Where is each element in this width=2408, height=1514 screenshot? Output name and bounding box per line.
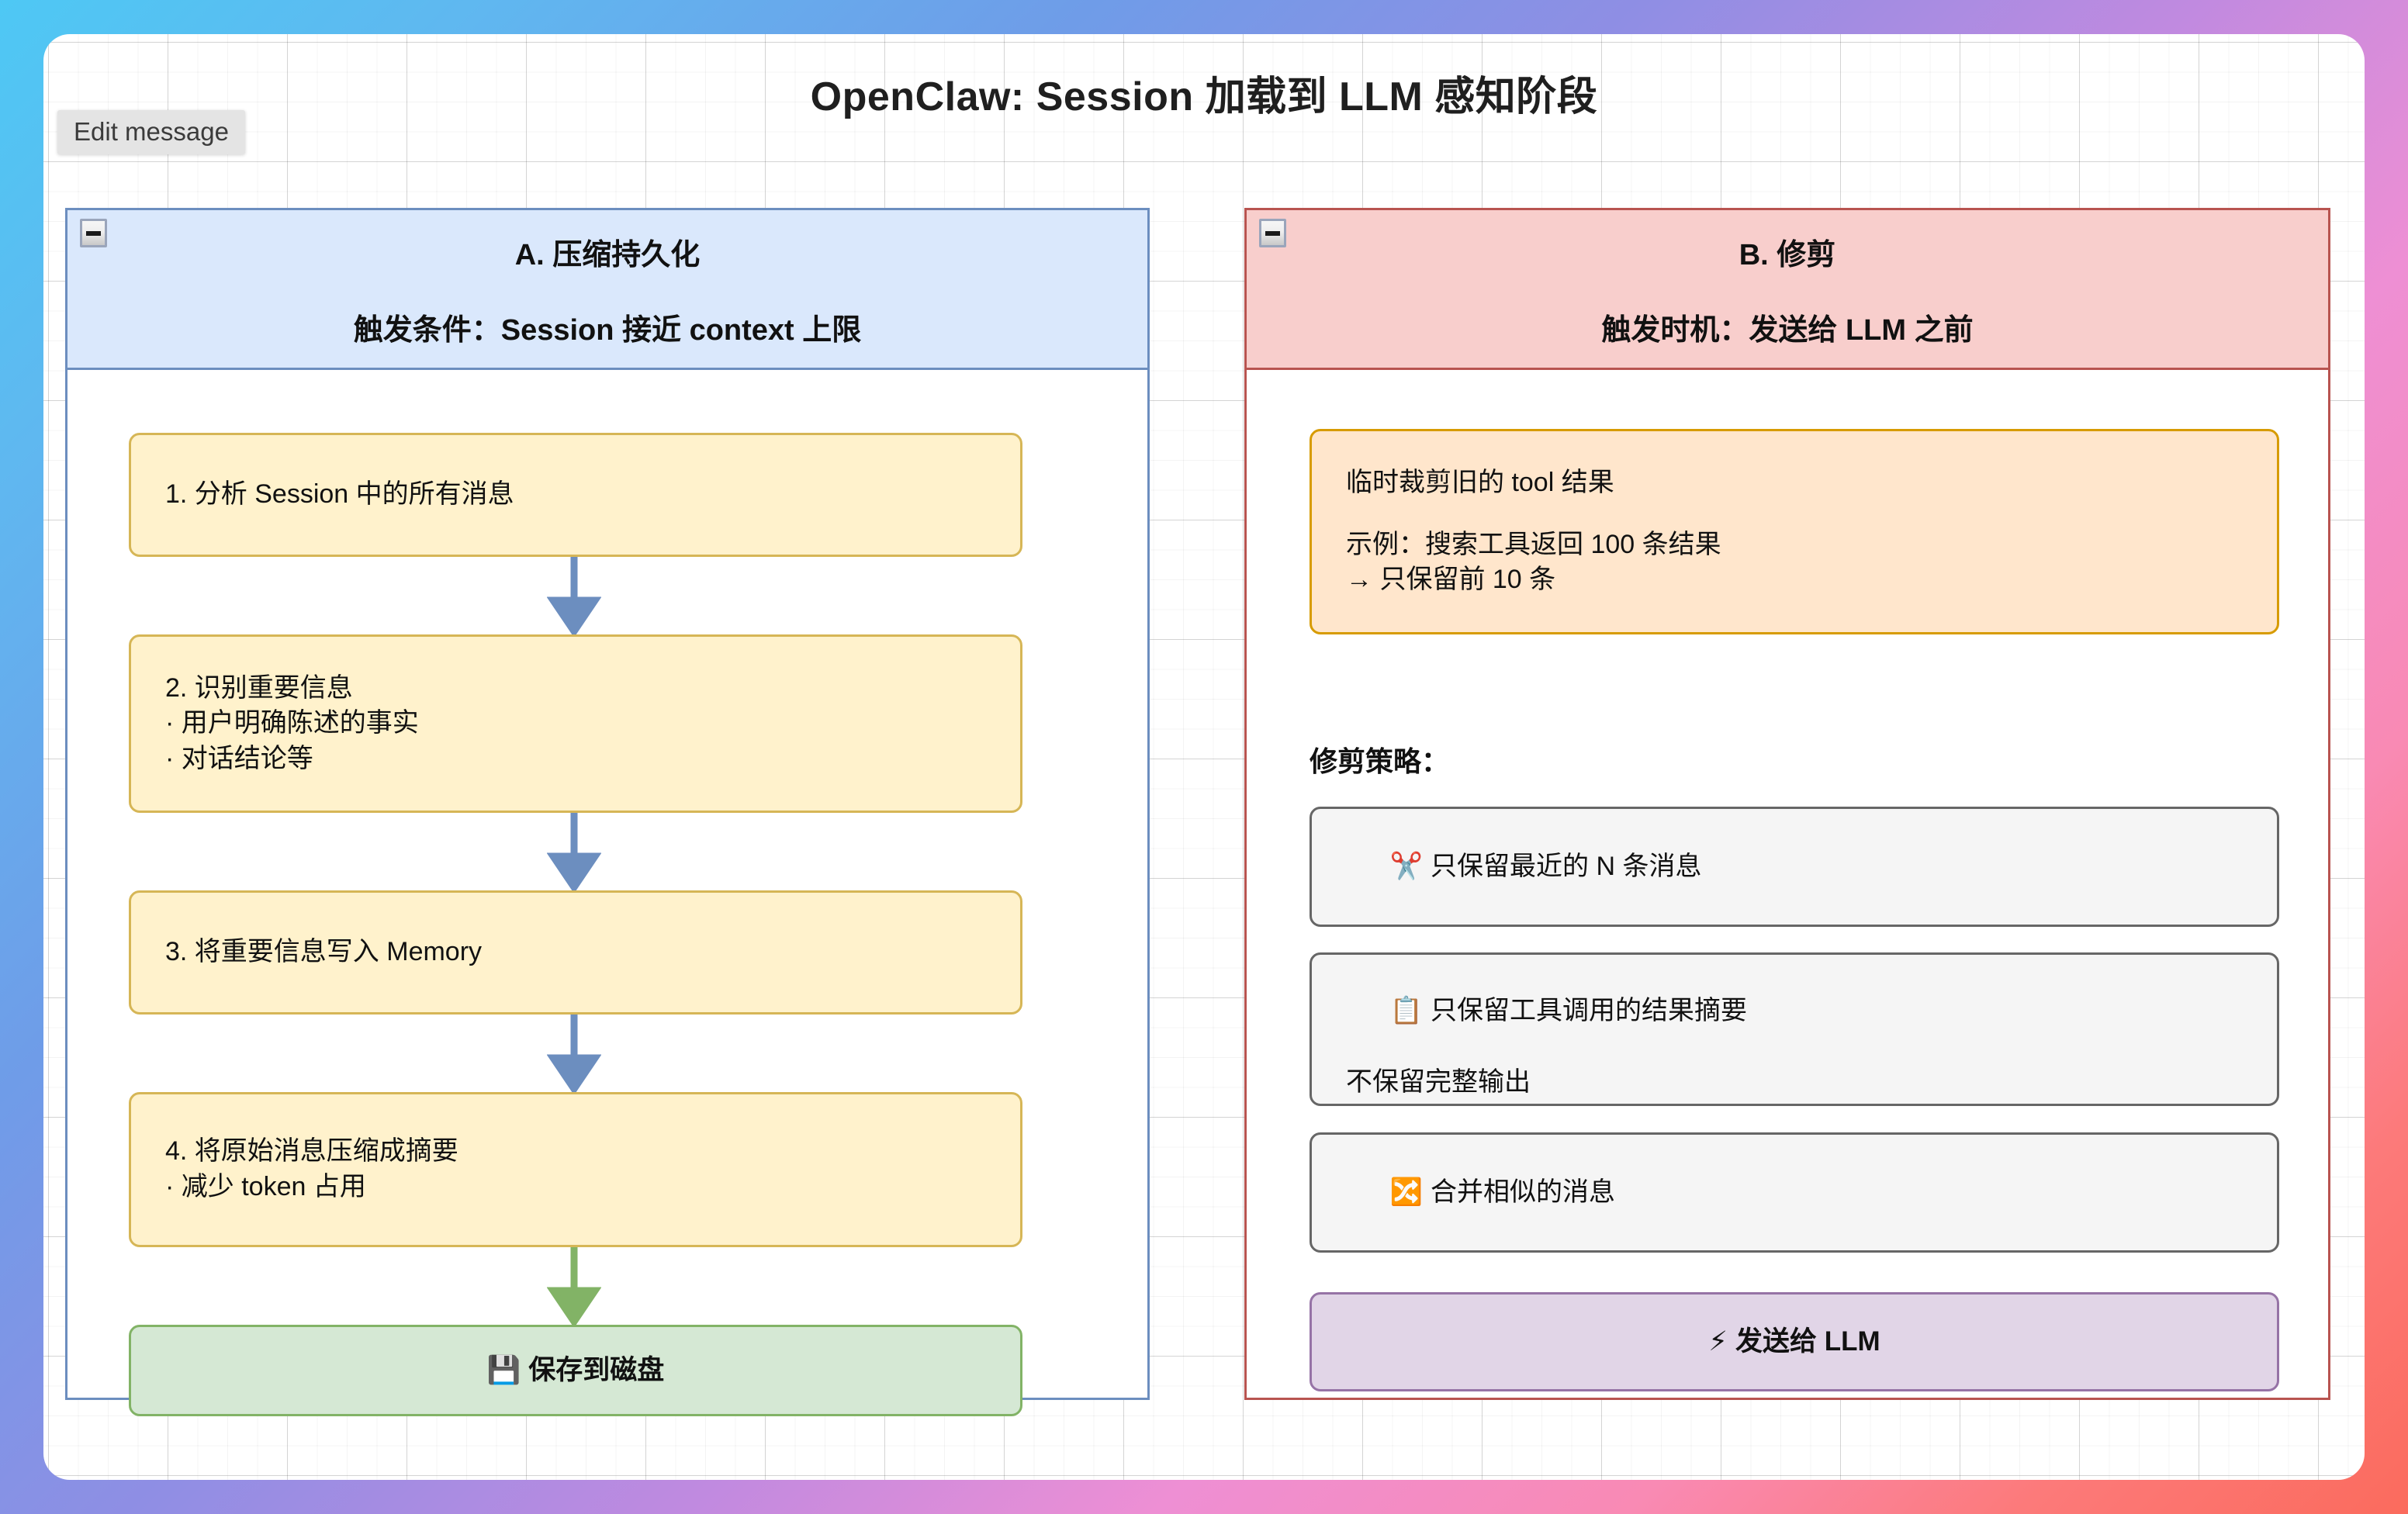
step-2-line-1: · 用户明确陈述的事实	[165, 708, 419, 738]
strategy-3-label: 合并相似的消息	[1431, 1177, 1616, 1207]
strategy-1-node[interactable]: ✂️只保留最近的 N 条消息	[1310, 807, 2279, 927]
minus-icon[interactable]	[80, 219, 107, 247]
send-to-llm-label: 发送给 LLM	[1735, 1326, 1880, 1357]
step-2-line-2: · 对话结论等	[165, 743, 313, 773]
panel-b-subtitle: 触发时机：发送给 LLM 之前	[1601, 313, 1974, 347]
strategy-3-node[interactable]: 🔀合并相似的消息	[1310, 1132, 2279, 1253]
step-4-node[interactable]: 4. 将原始消息压缩成摘要 · 减少 token 占用	[129, 1092, 1022, 1247]
temp-trim-line-0: 临时裁剪旧的 tool 结果	[1346, 468, 1614, 498]
panel-a-header: A. 压缩持久化 触发条件：Session 接近 context 上限	[65, 208, 1150, 370]
step-1-line-0: 1. 分析 Session 中的所有消息	[165, 479, 514, 510]
strategy-2-node[interactable]: 📋只保留工具调用的结果摘要 不保留完整输出	[1310, 952, 2279, 1106]
strategy-label: 修剪策略：	[1310, 745, 1450, 777]
strategy-1-label: 只保留最近的 N 条消息	[1431, 851, 1702, 881]
temp-trim-line-2: 示例：搜索工具返回 100 条结果	[1346, 529, 1721, 559]
temp-trim-node[interactable]: 临时裁剪旧的 tool 结果 示例：搜索工具返回 100 条结果 → 只保留前 …	[1310, 429, 2279, 634]
save-to-disk-label: 保存到磁盘	[528, 1354, 665, 1385]
step-4-line-0: 4. 将原始消息压缩成摘要	[165, 1136, 458, 1167]
strategy-1-text: ✂️只保留最近的 N 条消息	[1346, 814, 1702, 920]
save-to-disk-node[interactable]: 💾 保存到磁盘	[129, 1325, 1022, 1416]
floppy-disk-icon: 💾	[486, 1354, 521, 1386]
strategy-2-label: 只保留工具调用的结果摘要	[1431, 996, 1748, 1026]
panel-trimming[interactable]: B. 修剪 触发时机：发送给 LLM 之前 临时裁剪旧的 tool 结果 示例：…	[1244, 208, 2330, 1400]
panel-b-title: B. 修剪	[1739, 238, 1836, 271]
step-3-node[interactable]: 3. 将重要信息写入 Memory	[129, 890, 1022, 1015]
step-4-line-1: · 减少 token 占用	[165, 1172, 366, 1201]
temp-trim-line-3: → 只保留前 10 条	[1346, 565, 1556, 595]
scissors-icon: ✂️	[1389, 850, 1424, 882]
step-2-line-0: 2. 识别重要信息	[165, 672, 353, 703]
minus-icon[interactable]	[1259, 219, 1286, 247]
panel-b-header: B. 修剪 触发时机：发送给 LLM 之前	[1244, 208, 2330, 370]
step-3-line-0: 3. 将重要信息写入 Memory	[165, 937, 483, 967]
page-title: OpenClaw: Session 加载到 LLM 感知阶段	[810, 74, 1598, 119]
strategy-2-text-1: 不保留完整输出	[1346, 1066, 1531, 1097]
temp-trim-spacer	[1346, 501, 1353, 527]
edit-message-tooltip[interactable]: Edit message	[57, 110, 245, 154]
clipboard-icon: 📋	[1389, 995, 1424, 1027]
lightning-bolt-icon: ⚡	[1708, 1326, 1728, 1357]
shuffle-icon: 🔀	[1389, 1176, 1424, 1208]
panel-a-title: A. 压缩持久化	[514, 238, 701, 271]
panel-a-subtitle: 触发条件：Session 接近 context 上限	[353, 313, 862, 347]
strategy-3-text: 🔀合并相似的消息	[1346, 1139, 1615, 1246]
panel-compression-persistence[interactable]: A. 压缩持久化 触发条件：Session 接近 context 上限 1. 分…	[65, 208, 1150, 1416]
strategy-2-text-0: 📋只保留工具调用的结果摘要	[1346, 959, 1747, 1065]
step-1-node[interactable]: 1. 分析 Session 中的所有消息	[129, 433, 1022, 557]
send-to-llm-node[interactable]: ⚡ 发送给 LLM	[1310, 1292, 2279, 1391]
step-2-node[interactable]: 2. 识别重要信息 · 用户明确陈述的事实 · 对话结论等	[129, 634, 1022, 813]
